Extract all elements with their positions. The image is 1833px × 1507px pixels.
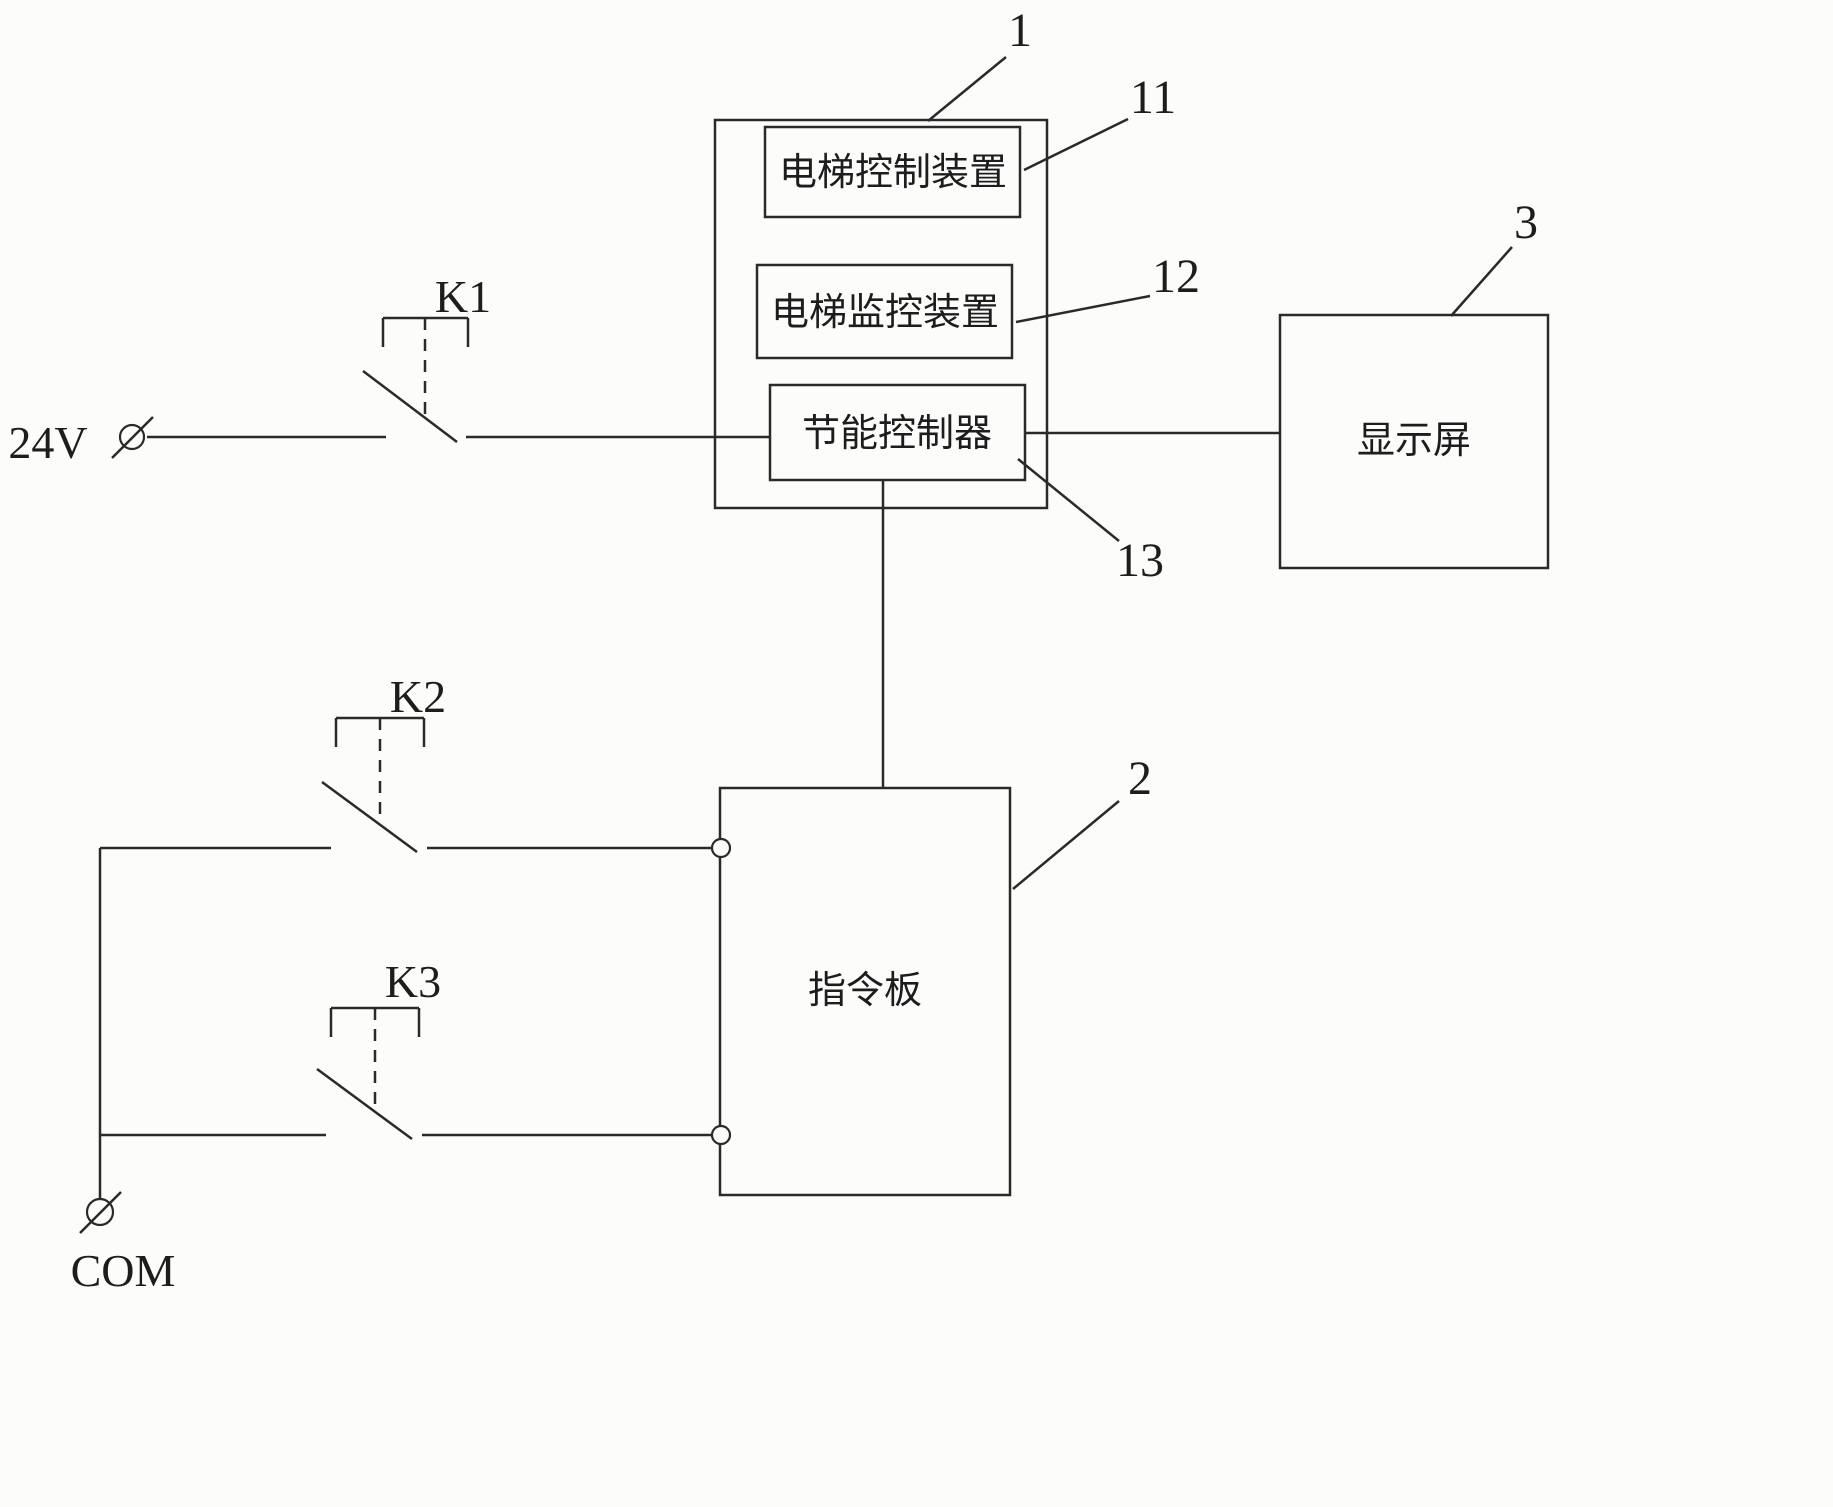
command-board-terminal-top: [710, 837, 732, 859]
k2-switch-label: K2: [390, 671, 446, 722]
ref-label-elevator-control: 11: [1130, 71, 1176, 124]
common-terminal-slash: [79, 1191, 122, 1234]
energy-controller-label: 节能控制器: [802, 411, 992, 455]
ref-label-display: 3: [1514, 196, 1538, 249]
common-label: COM: [71, 1245, 176, 1296]
leader-line-elevator-monitor: [1015, 294, 1151, 324]
display-box: [1278, 313, 1550, 570]
supply-voltage-label: 24V: [8, 417, 87, 468]
elevator-monitor-box: [755, 263, 1014, 360]
k2-switch-blade: [321, 780, 418, 854]
leader-line-elevator-control: [1023, 117, 1129, 172]
k3-switch-blade: [316, 1067, 413, 1141]
ref-label-elevator-monitor: 12: [1152, 250, 1200, 303]
leader-line-display: [1450, 246, 1513, 317]
elevator-control-box: [763, 125, 1022, 219]
leader-line-command-board: [1012, 800, 1120, 890]
command-board-label: 指令板: [808, 968, 922, 1012]
k1-switch-blade: [362, 370, 458, 443]
ref-label-energy-controller: 13: [1116, 534, 1164, 587]
elevator-monitor-label: 电梯监控装置: [771, 290, 999, 334]
main-unit-box: [713, 118, 1049, 510]
leader-line-energy-controller: [1017, 458, 1120, 542]
display-label: 显示屏: [1357, 418, 1471, 462]
k1-switch-label: K1: [435, 271, 491, 322]
command-board-terminal-bottom: [710, 1124, 732, 1146]
leader-line-main-unit: [927, 56, 1007, 122]
ref-label-command-board: 2: [1128, 752, 1152, 805]
supply-terminal-slash: [111, 416, 154, 459]
command-board-box: [718, 786, 1012, 1197]
elevator-control-label: 电梯控制装置: [779, 150, 1007, 194]
k3-switch-label: K3: [385, 956, 441, 1007]
ref-label-main-unit: 1: [1008, 4, 1032, 57]
